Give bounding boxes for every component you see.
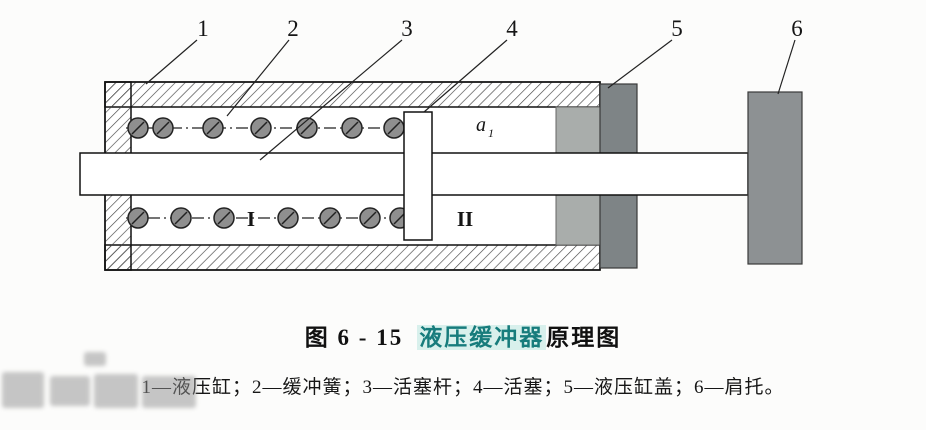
parts-legend: 1—液压缸；2—缓冲簧；3—活塞杆；4—活塞；5—液压缸盖；6—肩托。	[141, 377, 785, 398]
part-label-6: 6	[791, 16, 803, 41]
cylinder-bottom-wall	[104, 244, 601, 271]
part-label-2: 2	[287, 16, 299, 41]
chamber-label-2: II	[457, 207, 473, 231]
part-label-1: 1	[197, 16, 209, 41]
spring-top-row	[126, 117, 405, 139]
orifice-label: a	[476, 114, 486, 136]
spring-bottom-row	[126, 207, 411, 229]
part-label-5: 5	[671, 16, 683, 41]
leader-line-3	[259, 39, 403, 161]
part-label-4: 4	[506, 16, 518, 41]
figure-caption: 图 6 - 15 液压缓冲器原理图	[0, 318, 926, 352]
leader-line-4	[423, 39, 508, 113]
part-label-3: 3	[401, 16, 413, 41]
chamber-label-1: I	[247, 207, 255, 231]
caption-suffix: 原理图	[546, 325, 622, 350]
shoulder-rest	[747, 91, 803, 265]
leader-line-6	[777, 39, 796, 95]
caption-highlighted-term: 液压缓冲器	[417, 325, 547, 350]
leader-line-5	[607, 39, 673, 89]
cylinder-top-wall	[104, 81, 601, 108]
leader-line-2	[226, 39, 290, 117]
piston	[403, 111, 433, 241]
caption-number: 图 6 - 15	[304, 325, 404, 350]
leader-line-1	[145, 39, 198, 85]
orifice-subscript: 1	[488, 126, 494, 140]
